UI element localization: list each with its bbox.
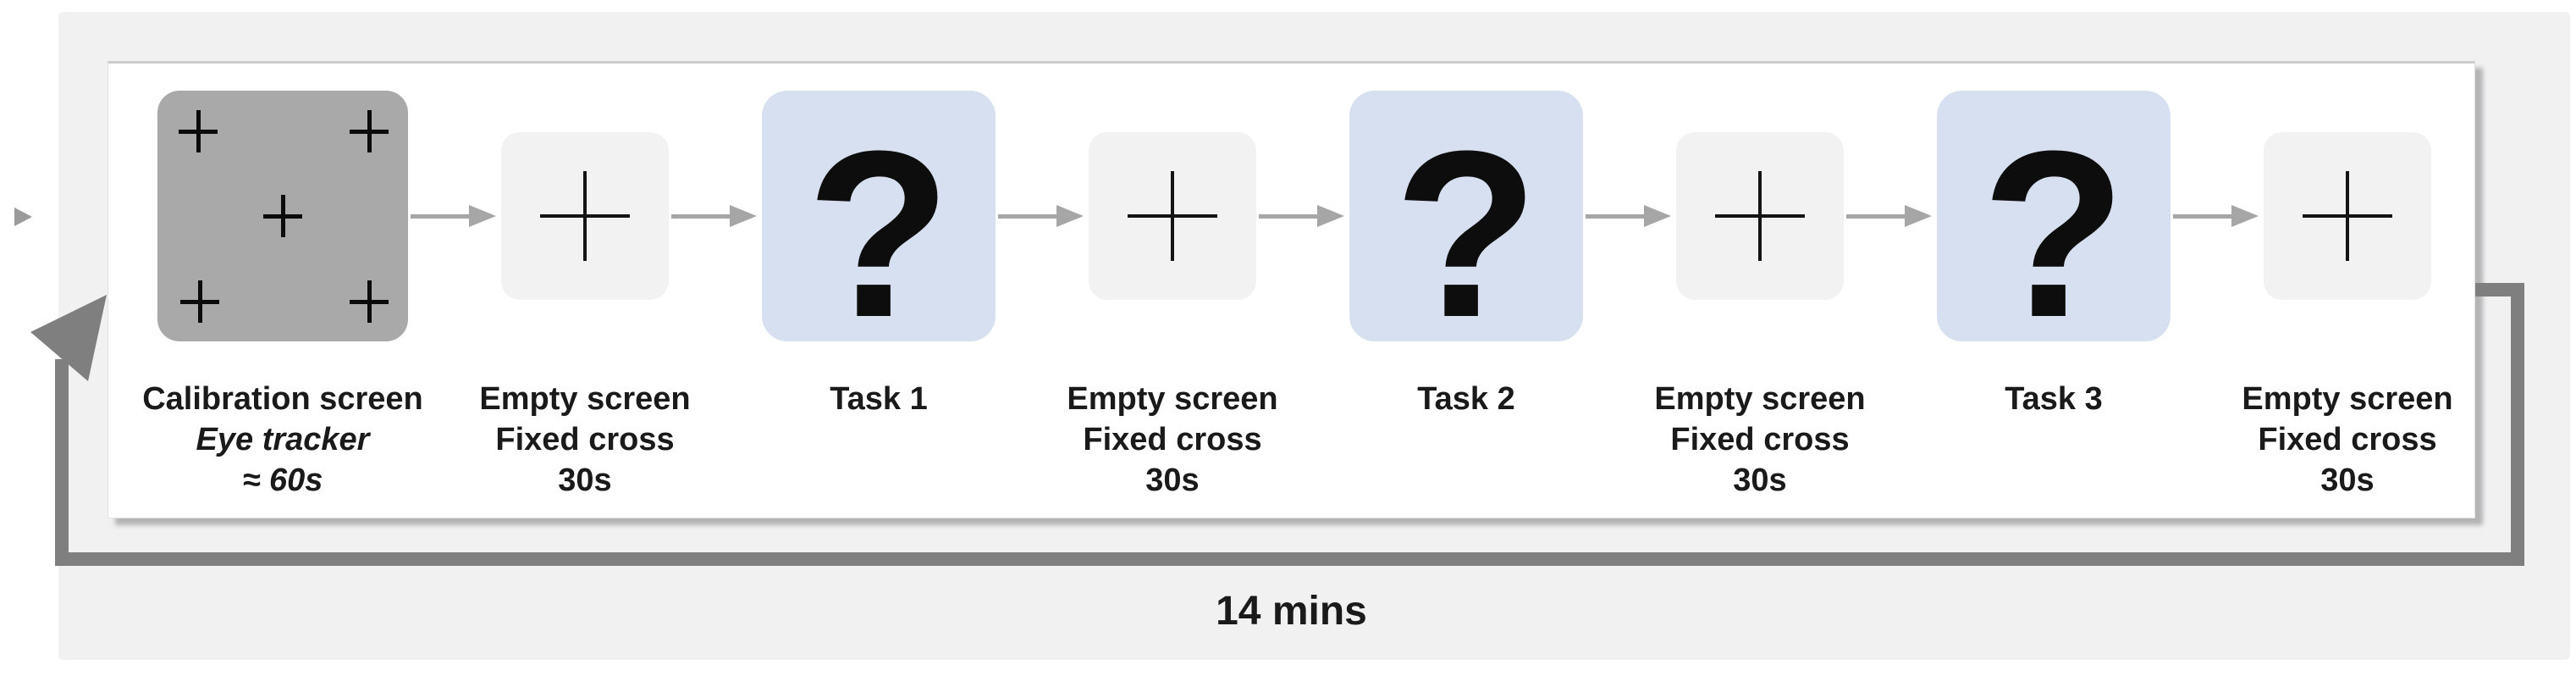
- flow-arrow: [1583, 91, 1676, 341]
- flow-row: Calibration screen Eye tracker ≈ 60s Emp…: [142, 91, 2453, 498]
- arrow-line: [411, 213, 471, 219]
- box-slot: ?: [1349, 91, 1583, 353]
- flow-arrow: [996, 91, 1089, 341]
- stage-label-line: Calibration screen: [142, 381, 423, 417]
- question-mark-icon: ?: [1393, 103, 1539, 367]
- arrow-line: [1846, 213, 1906, 219]
- calibration-point-icon: [180, 280, 219, 323]
- fixation-cross-icon: [2303, 171, 2392, 261]
- stage-label: Task 3: [2005, 379, 2102, 419]
- slide-marker-icon: [14, 208, 32, 226]
- empty-screen-box: [1089, 132, 1256, 300]
- stage-label-line: Empty screen: [479, 381, 691, 417]
- stage-calibration: Calibration screen Eye tracker ≈ 60s: [142, 91, 423, 498]
- stage-label: Calibration screen Eye tracker ≈ 60s: [142, 379, 423, 501]
- stage-label-line: 30s: [1733, 463, 1787, 498]
- stage-label-line: Eye tracker: [196, 422, 370, 457]
- stage-label-line: Fixed cross: [495, 422, 675, 457]
- stage-task-3: ? Task 3: [1937, 91, 2171, 417]
- empty-screen-box: [2264, 132, 2431, 300]
- box-slot: ?: [1937, 91, 2171, 353]
- arrow-line: [2173, 213, 2233, 219]
- box-slot: [501, 91, 669, 341]
- stage-label-line: 30s: [1145, 463, 1200, 498]
- fixation-cross-icon: [1128, 171, 1217, 261]
- arrow-head-icon: [1056, 205, 1084, 227]
- stage-label: Empty screen Fixed cross 30s: [1067, 379, 1277, 501]
- stage-empty-2: Empty screen Fixed cross 30s: [1067, 91, 1278, 498]
- calibration-point-icon: [350, 110, 389, 152]
- fixation-cross-icon: [540, 171, 630, 261]
- stage-label-line: 30s: [558, 463, 612, 498]
- stage-label-line: Empty screen: [2242, 381, 2453, 417]
- box-slot: ?: [762, 91, 996, 353]
- arrow-head-icon: [2231, 205, 2259, 227]
- arrow-line: [1586, 213, 1646, 219]
- box-slot: [2264, 91, 2431, 341]
- arrow-head-icon: [730, 205, 757, 227]
- box-slot: [1089, 91, 1256, 341]
- calibration-point-icon: [263, 195, 302, 237]
- stage-label-line: Fixed cross: [1083, 422, 1262, 457]
- stage-label-line: Task 2: [1417, 381, 1515, 417]
- stage-label-line: Empty screen: [1654, 381, 1866, 417]
- task-box: ?: [762, 91, 996, 353]
- protocol-panel: Calibration screen Eye tracker ≈ 60s Emp…: [108, 61, 2475, 518]
- question-mark-icon: ?: [806, 103, 952, 367]
- stage-empty-3: Empty screen Fixed cross 30s: [1654, 91, 1866, 498]
- calibration-point-icon: [179, 110, 218, 152]
- total-duration-label: 14 mins: [1216, 589, 1367, 634]
- stage-label-line: ≈ 60s: [242, 463, 323, 498]
- task-box: ?: [1937, 91, 2171, 353]
- arrow-head-icon: [1644, 205, 1671, 227]
- stage-label-line: Task 1: [830, 381, 928, 417]
- arrow-head-icon: [1905, 205, 1932, 227]
- stage-label-line: Empty screen: [1067, 381, 1278, 417]
- stage-label-line: Fixed cross: [2258, 422, 2437, 457]
- flow-arrow: [2171, 91, 2264, 341]
- fixation-cross-icon: [1715, 171, 1805, 261]
- task-box: ?: [1349, 91, 1583, 353]
- flow-arrow: [408, 91, 501, 341]
- stage-label: Task 2: [1417, 379, 1514, 419]
- flow-arrow: [1844, 91, 1937, 341]
- box-slot: [157, 91, 408, 341]
- question-mark-icon: ?: [1981, 103, 2126, 367]
- stage-empty-1: Empty screen Fixed cross 30s: [479, 91, 691, 498]
- arrow-head-icon: [1317, 205, 1344, 227]
- stage-label: Empty screen Fixed cross 30s: [1654, 379, 1865, 501]
- arrow-line: [998, 213, 1058, 219]
- stage-task-2: ? Task 2: [1349, 91, 1583, 417]
- arrow-line: [671, 213, 731, 219]
- empty-screen-box: [501, 132, 669, 300]
- stage-label-line: 30s: [2320, 463, 2375, 498]
- stage-label: Empty screen Fixed cross 30s: [2242, 379, 2452, 501]
- stage-label: Empty screen Fixed cross 30s: [479, 379, 690, 501]
- stage-empty-4: Empty screen Fixed cross 30s: [2242, 91, 2453, 498]
- stage-label-line: Fixed cross: [1670, 422, 1850, 457]
- flow-arrow: [1256, 91, 1349, 341]
- stage-label-line: Task 3: [2005, 381, 2103, 417]
- stage-task-1: ? Task 1: [762, 91, 996, 417]
- empty-screen-box: [1676, 132, 1844, 300]
- calibration-point-icon: [350, 280, 389, 323]
- stage-label: Task 1: [830, 379, 927, 419]
- flow-arrow: [669, 91, 762, 341]
- arrow-head-icon: [469, 205, 496, 227]
- calibration-screen-box: [157, 91, 408, 341]
- box-slot: [1676, 91, 1844, 341]
- arrow-line: [1259, 213, 1319, 219]
